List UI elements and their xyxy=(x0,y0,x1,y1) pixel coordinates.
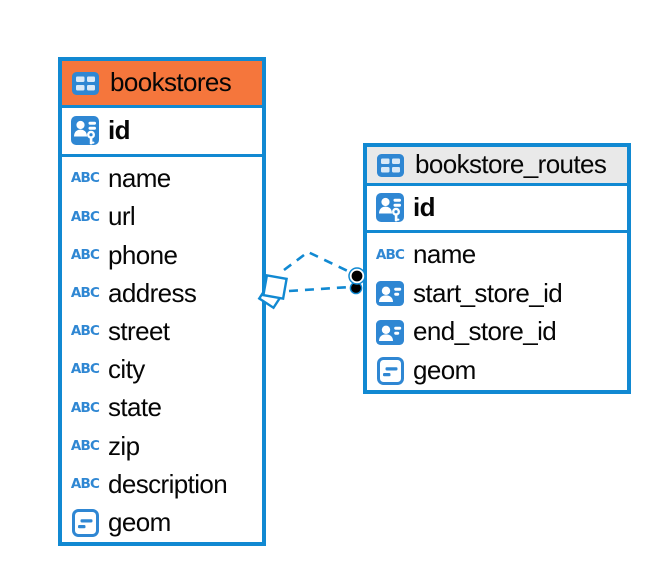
geometry-type-icon xyxy=(377,357,404,385)
column-name: name xyxy=(108,163,171,194)
table-icon xyxy=(377,154,404,177)
column-row[interactable]: ABC name xyxy=(367,236,627,275)
entity-table-bookstore-routes[interactable]: bookstore_routes id ABC name start_store… xyxy=(363,143,631,394)
table-header[interactable]: bookstores xyxy=(62,61,262,108)
text-type-icon: ABC xyxy=(70,361,100,378)
column-row[interactable]: ABC url xyxy=(62,198,262,236)
column-row[interactable]: geom xyxy=(367,352,627,391)
reference-type-icon-box xyxy=(375,320,405,345)
endpoint-dot[interactable] xyxy=(349,268,365,284)
table-name: bookstore_routes xyxy=(415,149,607,179)
column-row[interactable]: ABC name xyxy=(62,160,262,198)
column-name: end_store_id xyxy=(413,316,557,347)
column-row[interactable]: ABC address xyxy=(62,275,262,313)
column-name: zip xyxy=(108,430,140,461)
relationship-line[interactable] xyxy=(288,285,351,293)
column-row[interactable]: ABC phone xyxy=(62,236,262,274)
relationship-line[interactable] xyxy=(283,250,355,276)
text-type-icon: ABC xyxy=(70,246,100,263)
column-list: ABC name start_store_id end_store_id ge xyxy=(367,233,627,390)
primary-key-icon-box xyxy=(70,116,100,146)
reference-type-icon xyxy=(376,281,404,306)
text-type-icon: ABC xyxy=(70,170,100,187)
text-type-icon: ABC xyxy=(70,284,100,301)
reference-type-icon xyxy=(376,320,404,345)
endpoint-dot[interactable] xyxy=(349,281,363,295)
geometry-type-icon-box xyxy=(70,509,100,537)
column-row[interactable]: end_store_id xyxy=(367,313,627,352)
column-name: name xyxy=(413,239,476,270)
column-row[interactable]: ABC description xyxy=(62,466,262,504)
column-row[interactable]: ABC state xyxy=(62,389,262,427)
column-row[interactable]: geom xyxy=(62,504,262,542)
table-icon-box xyxy=(375,154,405,177)
text-type-icon: ABC xyxy=(70,323,100,340)
primary-key-icon xyxy=(376,193,404,223)
column-row[interactable]: ABC zip xyxy=(62,427,262,465)
table-header[interactable]: bookstore_routes xyxy=(367,147,627,186)
column-name: street xyxy=(108,315,170,346)
text-type-icon: ABC xyxy=(70,437,100,454)
geometry-type-icon xyxy=(72,509,99,537)
column-name: geom xyxy=(413,354,476,385)
primary-key-name: id xyxy=(108,115,131,145)
column-row[interactable]: ABC street xyxy=(62,313,262,351)
column-name: phone xyxy=(108,239,178,270)
reference-type-icon-box xyxy=(375,281,405,306)
column-name: description xyxy=(108,468,228,499)
text-type-icon: ABC xyxy=(70,399,100,416)
primary-key-row[interactable]: id xyxy=(62,108,262,157)
table-icon xyxy=(72,72,99,95)
column-name: city xyxy=(108,354,145,385)
table-name: bookstores xyxy=(110,67,232,97)
column-name: url xyxy=(108,201,136,232)
column-row[interactable]: start_store_id xyxy=(367,275,627,314)
column-row[interactable]: ABC city xyxy=(62,351,262,389)
column-name: geom xyxy=(108,506,171,537)
geometry-type-icon-box xyxy=(375,357,405,385)
column-name: start_store_id xyxy=(413,277,563,308)
text-type-icon: ABC xyxy=(375,246,405,263)
column-name: state xyxy=(108,392,162,423)
column-list: ABC name ABC url ABC phone ABC address A… xyxy=(62,157,262,542)
column-name: address xyxy=(108,277,197,308)
primary-key-row[interactable]: id xyxy=(367,186,627,233)
text-type-icon: ABC xyxy=(70,208,100,225)
table-icon-box xyxy=(70,72,100,95)
entity-table-bookstores[interactable]: bookstores id ABC name ABC url ABC phone… xyxy=(58,57,266,546)
primary-key-name: id xyxy=(413,192,436,222)
primary-key-icon-box xyxy=(375,193,405,223)
text-type-icon: ABC xyxy=(70,475,100,492)
primary-key-icon xyxy=(71,116,99,146)
